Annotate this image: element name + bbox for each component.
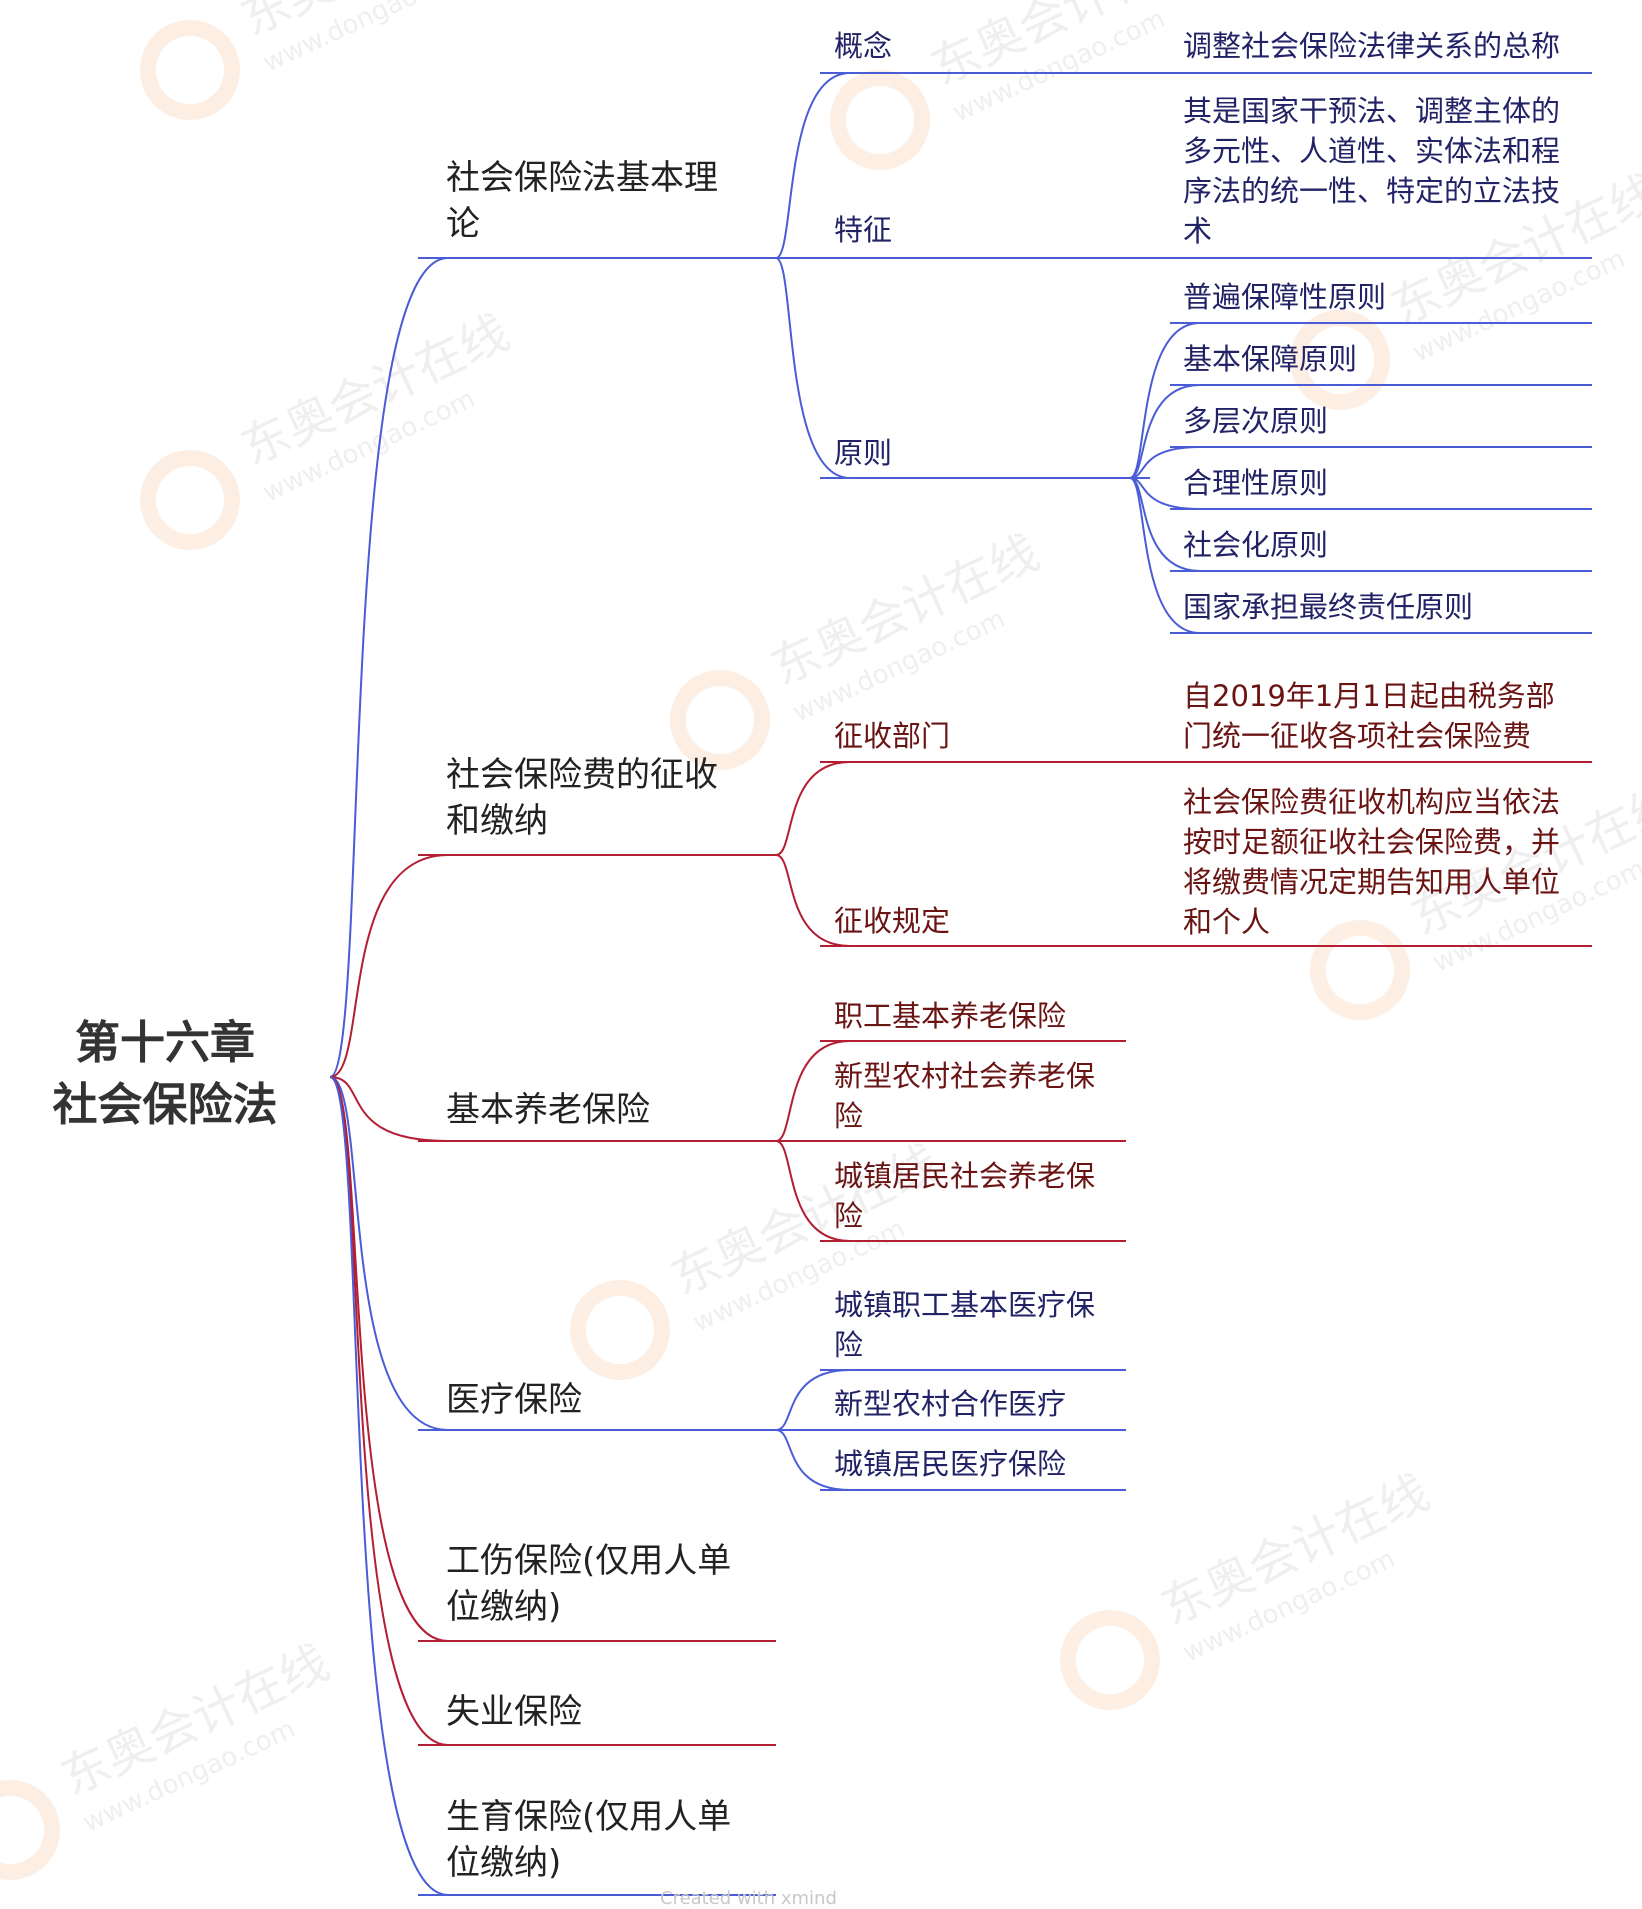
pension-rural[interactable]: 新型农村社会养老保险 (834, 1059, 1096, 1133)
principle-state-responsibility[interactable]: 国家承担最终责任原则 (1183, 590, 1474, 624)
branch-connector (329, 854, 449, 1078)
topic-features-detail[interactable]: 其是国家干预法、调整主体的多元性、人道性、实体法和程序法的统一性、特定的立法技术 (1183, 94, 1561, 248)
topic-collection-rules[interactable]: 征收规定 (834, 904, 951, 938)
root-title-line2: 社会保险法 (52, 1078, 278, 1131)
principle-basic[interactable]: 基本保障原则 (1183, 342, 1358, 376)
child-connector (775, 257, 851, 479)
principle-multilevel[interactable]: 多层次原则 (1183, 404, 1329, 438)
topic-basic-theory[interactable]: 社会保险法基本理论 (446, 158, 718, 244)
topic-work-injury[interactable]: 工伤保险(仅用人单位缴纳) (446, 1541, 732, 1627)
topic-concept-definition[interactable]: 调整社会保险法律关系的总称 (1183, 29, 1561, 63)
pension-urban-resident[interactable]: 城镇居民社会养老保险 (834, 1159, 1096, 1233)
root-topic[interactable]: 第十六章 社会保险法 (20, 1012, 310, 1136)
leaf-connector (1129, 477, 1201, 572)
branch-connector (329, 1076, 449, 1431)
root-title-line1: 第十六章 (74, 1016, 255, 1069)
topic-medical[interactable]: 医疗保险 (446, 1380, 582, 1420)
topic-collection-department-detail[interactable]: 自2019年1月1日起由税务部门统一征收各项社会保险费 (1183, 679, 1555, 753)
topic-principles[interactable]: 原则 (834, 436, 893, 470)
topic-collection-rules-detail[interactable]: 社会保险费征收机构应当依法按时足额征收社会保险费，并将缴费情况定期告知用人单位和… (1183, 785, 1561, 939)
branch-connector (329, 257, 449, 1078)
principle-universal[interactable]: 普遍保障性原则 (1183, 280, 1387, 314)
topic-fee-collection[interactable]: 社会保险费的征收和缴纳 (446, 755, 718, 841)
topic-concept[interactable]: 概念 (834, 29, 893, 63)
child-connector (775, 1140, 851, 1242)
branch-connector (329, 1076, 449, 1142)
medical-urban-resident[interactable]: 城镇居民医疗保险 (834, 1447, 1067, 1481)
principle-rational[interactable]: 合理性原则 (1183, 466, 1329, 500)
topic-maternity[interactable]: 生育保险(仅用人单位缴纳) (446, 1797, 732, 1883)
child-connector (775, 72, 851, 259)
branch-connector (329, 1076, 449, 1896)
child-connector (775, 761, 851, 856)
topic-features[interactable]: 特征 (834, 213, 893, 247)
medical-rural-cooperative[interactable]: 新型农村合作医疗 (834, 1387, 1067, 1421)
leaf-connector (1129, 384, 1201, 479)
medical-urban-employee[interactable]: 城镇职工基本医疗保险 (834, 1288, 1096, 1362)
leaf-connector (1129, 322, 1201, 479)
child-connector (775, 1040, 851, 1142)
topic-unemployment[interactable]: 失业保险 (446, 1692, 582, 1732)
child-connector (775, 854, 851, 947)
leaf-connector (1129, 477, 1201, 634)
topic-collection-department[interactable]: 征收部门 (834, 719, 951, 753)
footer-credit: Created with xmind (660, 1888, 837, 1909)
principle-socialization[interactable]: 社会化原则 (1183, 528, 1329, 562)
topic-pension[interactable]: 基本养老保险 (446, 1090, 650, 1130)
pension-employee[interactable]: 职工基本养老保险 (834, 999, 1067, 1033)
